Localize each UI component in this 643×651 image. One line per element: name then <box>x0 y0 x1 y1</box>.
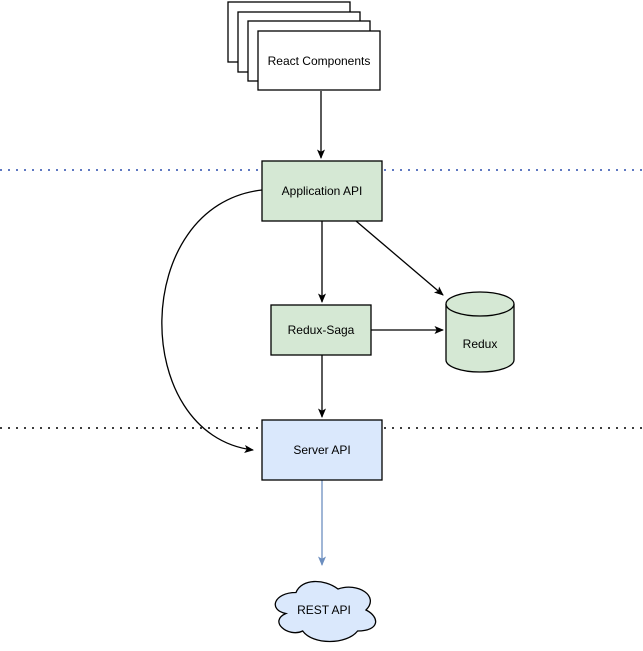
redux-cylinder-body <box>445 304 515 373</box>
redux-saga-rect <box>270 304 372 356</box>
node-rest-api[interactable]: REST API <box>274 580 377 643</box>
rest-api-cloud <box>274 580 377 643</box>
node-react-components[interactable]: React Components <box>227 1 381 91</box>
redux-cylinder-top <box>445 291 515 317</box>
server-api-rect <box>261 419 383 481</box>
node-server-api[interactable]: Server API <box>261 419 383 481</box>
stack-rect-front <box>257 30 381 91</box>
node-application-api[interactable]: Application API <box>261 160 383 222</box>
edge-application-api-to-redux <box>355 220 444 296</box>
node-redux[interactable]: Redux <box>445 291 515 373</box>
application-api-rect <box>261 160 383 222</box>
node-redux-saga[interactable]: Redux-Saga <box>270 304 372 356</box>
edge-application-api-to-server-api <box>161 189 263 453</box>
